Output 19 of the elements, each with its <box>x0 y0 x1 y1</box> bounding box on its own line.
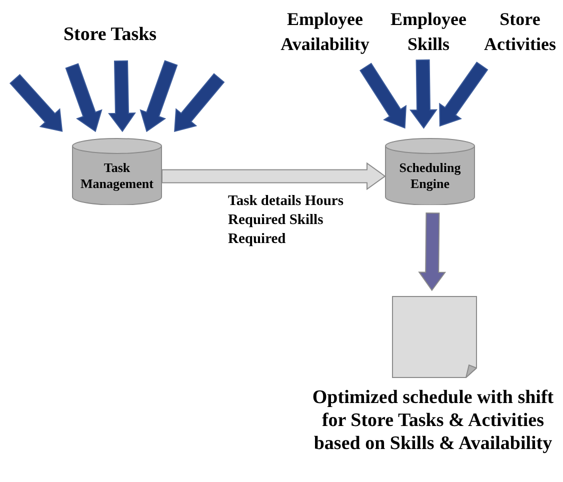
database-cylinder: Task Management <box>72 138 162 205</box>
block-arrow <box>10 74 63 132</box>
database-cylinder: Scheduling Engine <box>385 138 475 205</box>
output-caption: Optimized schedule with shift for Store Tasks & Activities based on Skills & Availability <box>311 386 555 455</box>
block-arrow <box>410 59 438 129</box>
block-arrow <box>140 60 178 132</box>
block-arrow <box>360 62 407 129</box>
document-icon <box>392 296 477 378</box>
block-arrow <box>418 212 446 292</box>
input-label: Store Activities <box>477 7 563 57</box>
group-heading: Store Tasks <box>62 23 158 47</box>
block-arrow <box>439 62 488 127</box>
block-arrow <box>162 162 386 190</box>
input-label: Employee Availability <box>270 7 380 57</box>
edge-label: Task details Hours Required Skills Required <box>228 192 344 249</box>
block-arrow <box>108 60 136 132</box>
input-label: Employee Skills <box>381 7 476 57</box>
block-arrow <box>174 73 225 132</box>
block-arrow <box>65 63 102 132</box>
